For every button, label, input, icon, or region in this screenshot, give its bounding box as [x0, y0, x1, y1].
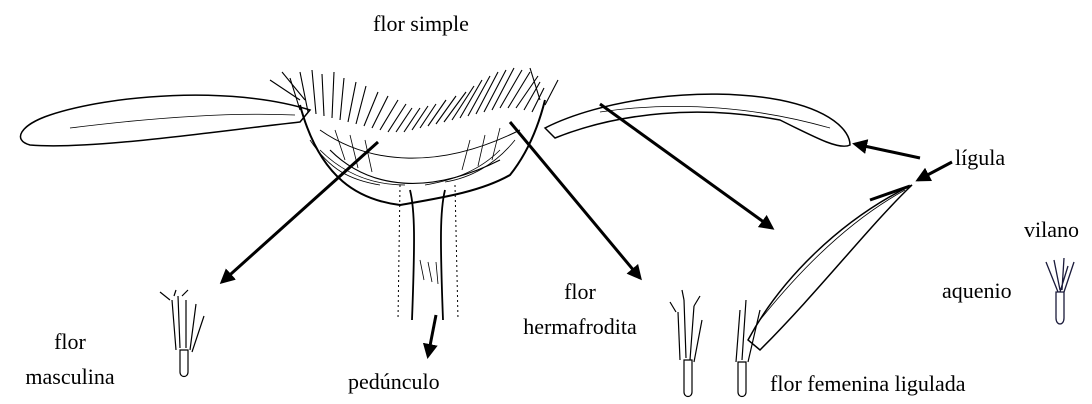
peduncle — [398, 185, 458, 320]
label-vilano: vilano — [1024, 218, 1079, 242]
label-flor-masculina: flor masculina — [8, 330, 132, 389]
arrow-to-male-floret — [222, 142, 378, 282]
arrow-to-ligule — [855, 144, 920, 158]
achene-with-pappus-drawing — [1046, 258, 1074, 324]
label-flor-femenina-ligulada: flor femenina ligulada — [770, 372, 965, 396]
label-flor-hermafrodita-line2: hermafrodita — [500, 315, 660, 339]
arrow-to-hermaphrodite-floret — [510, 122, 640, 278]
left-ligule-petal — [20, 95, 310, 146]
female-ligulate-floret-drawing — [736, 185, 912, 397]
label-pedunculo: pedúnculo — [348, 370, 440, 394]
label-flor-masculina-line1: flor — [8, 330, 132, 354]
label-flor-simple: flor simple — [373, 12, 469, 36]
male-floret-drawing — [160, 290, 204, 377]
label-flor-hermafrodita-line1: flor — [500, 280, 660, 304]
label-aquenio: aquenio — [942, 279, 1012, 303]
arrow-to-ligulate-floret — [600, 104, 772, 228]
label-flor-hermafrodita: flor hermafrodita — [500, 280, 660, 339]
arrow-to-ligule-tip — [918, 162, 952, 180]
label-ligula: lígula — [955, 146, 1005, 170]
label-flor-masculina-line2: masculina — [8, 365, 132, 389]
flower-head — [270, 68, 558, 205]
right-ligule-petal — [545, 94, 850, 146]
arrow-to-peduncle — [428, 315, 436, 356]
hermaphrodite-floret-drawing — [670, 290, 702, 397]
